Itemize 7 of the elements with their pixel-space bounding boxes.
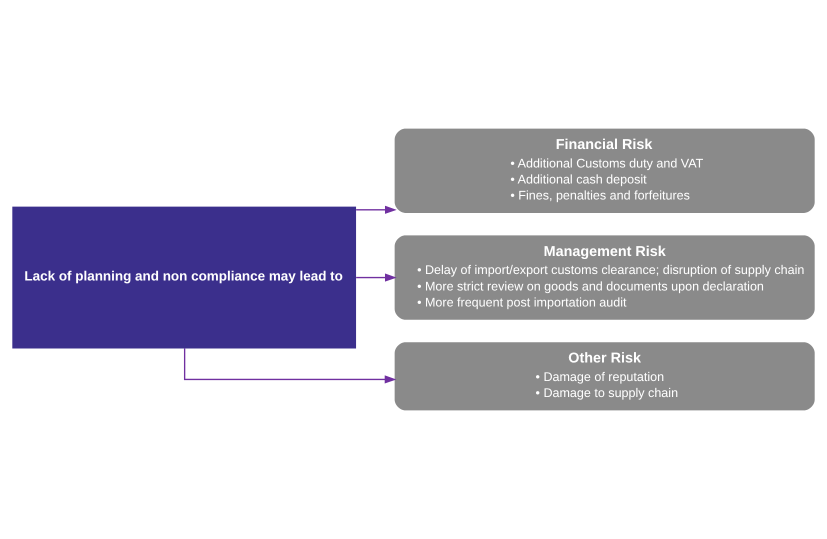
node-box: Other Risk • Damage of reputation • Damage to supply chain xyxy=(394,342,815,410)
node-box: Financial Risk • Additional Customs duty and VAT • Additional cash deposit • Fines, penalties and forfeitures xyxy=(394,128,815,213)
node-box: Lack of planning and non compliance may lead to xyxy=(12,206,356,348)
node-box: Management Risk • Delay of import/export customs clearance; disruption of supply chain • More strict review on goods and documents upon declaration • More frequent post importation audit xyxy=(394,235,815,320)
arrow xyxy=(356,273,397,282)
arrow xyxy=(184,348,396,384)
arrow xyxy=(356,206,397,214)
